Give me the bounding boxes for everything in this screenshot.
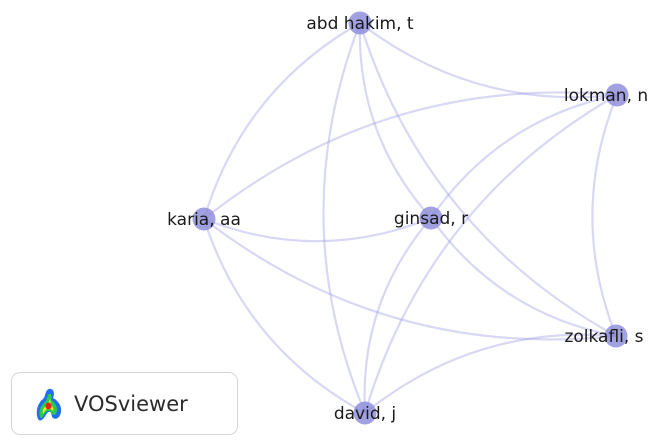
link-abd_hakim-karia xyxy=(202,22,361,220)
node-circle-karia[interactable] xyxy=(192,207,216,231)
node-zolkafli[interactable]: zolkafli, s xyxy=(564,324,644,348)
network-links xyxy=(202,22,619,414)
link-abd_hakim-david xyxy=(322,22,367,414)
link-lokman-zolkafli xyxy=(591,94,619,337)
link-ginsad-david xyxy=(363,217,432,414)
node-ginsad[interactable]: ginsad, r xyxy=(394,206,468,230)
link-zolkafli-david xyxy=(364,333,617,414)
node-abd_hakim[interactable]: abd hakim, t xyxy=(306,11,414,35)
vosviewer-logo-text: VOSviewer xyxy=(74,391,188,416)
network-nodes: abd hakim, t lokman, n karia, aa ginsad, r z… xyxy=(167,11,648,425)
link-abd_hakim-ginsad xyxy=(358,22,432,219)
link-lokman-david xyxy=(363,94,618,414)
node-david[interactable]: david, j xyxy=(334,401,396,425)
node-label-ginsad[interactable]: ginsad, r xyxy=(394,209,468,229)
link-karia-ginsad xyxy=(203,216,432,243)
vosviewer-logo-icon xyxy=(36,388,62,420)
link-lokman-ginsad xyxy=(430,93,618,219)
link-ginsad-zolkafli xyxy=(430,217,617,338)
node-karia[interactable]: karia, aa xyxy=(167,207,241,231)
node-circle-david[interactable] xyxy=(353,401,377,425)
link-abd_hakim-zolkafli xyxy=(358,22,617,337)
link-lokman-karia xyxy=(203,91,618,220)
link-abd_hakim-lokman xyxy=(359,22,618,99)
node-label-zolkafli[interactable]: zolkafli, s xyxy=(564,327,643,347)
node-label-david[interactable]: david, j xyxy=(334,404,396,424)
node-circle-abd_hakim[interactable] xyxy=(348,11,372,35)
node-label-karia[interactable]: karia, aa xyxy=(167,210,241,230)
node-label-abd_hakim[interactable]: abd hakim, t xyxy=(306,14,414,34)
link-karia-david xyxy=(202,218,366,414)
node-lokman[interactable]: lokman, n xyxy=(564,83,648,107)
link-karia-zolkafli xyxy=(203,218,617,341)
node-label-lokman[interactable]: lokman, n xyxy=(564,86,648,106)
node-circle-ginsad[interactable] xyxy=(419,206,443,230)
vosviewer-logo: VOSviewer xyxy=(11,372,238,435)
node-circle-lokman[interactable] xyxy=(605,83,629,107)
node-circle-zolkafli[interactable] xyxy=(604,324,628,348)
